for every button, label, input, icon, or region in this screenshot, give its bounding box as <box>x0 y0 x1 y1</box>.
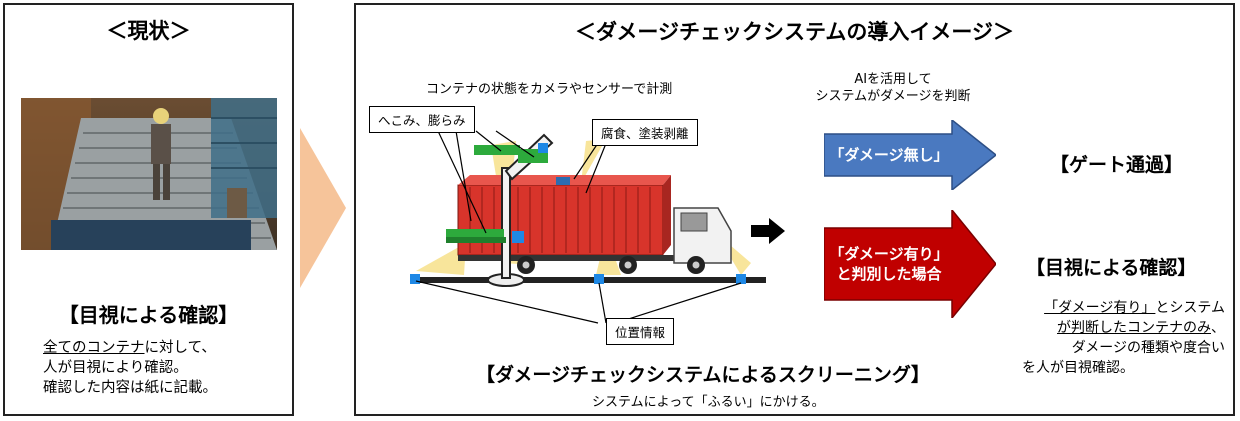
flow-arrow-icon <box>751 218 785 244</box>
damage-text: 「ダメージ有り」 と判別した場合 <box>824 244 954 284</box>
result-line2-rest: 、 <box>1211 320 1225 336</box>
ai-caption-line1: AIを活用して <box>854 72 932 87</box>
all-containers-text: 全てのコンテナ <box>43 340 145 356</box>
truck-sensor-illustration <box>410 130 766 324</box>
position-info-label: 位置情報 <box>606 318 675 345</box>
result-line3: ダメージの種類や度合い <box>1071 340 1225 356</box>
damage-text-line2: と判別した場合 <box>836 265 942 283</box>
gate-pass-result: 【ゲート通過】 <box>1050 154 1184 176</box>
current-state-title: ＜現状＞ <box>106 19 191 43</box>
visual-check-result: 【目視による確認】 <box>1026 257 1197 279</box>
screening-title: 【ダメージチェックシステムによるスクリーニング】 <box>476 364 930 386</box>
damage-text-line1: 「ダメージ有り」 <box>829 245 949 263</box>
line1-rest: に対して、 <box>144 340 216 356</box>
ai-caption-line2: システムがダメージを判断 <box>815 89 971 104</box>
damage-present-text: 「ダメージ有り」 <box>1044 300 1156 316</box>
current-state-panel: ＜現状＞ 【目視による確認】 全てのコンテナに対して、 人が目 <box>3 3 294 416</box>
damage-check-panel: ＜ダメージチェックシステムの導入イメージ＞ コンテナの状態をカメラやセンサーで計… <box>354 3 1235 416</box>
transition-chevron <box>300 128 346 288</box>
result-line1-rest: とシステム <box>1155 300 1225 316</box>
dent-bulge-label: へこみ、膨らみ <box>369 106 475 133</box>
damage-arrow: 「ダメージ有り」 と判別した場合 <box>824 210 996 318</box>
current-description: 全てのコンテナに対して、 人が目視により確認。 確認した内容は紙に記載。 <box>43 338 217 398</box>
no-damage-arrow: 「ダメージ無し」 <box>824 120 996 190</box>
inspection-photo <box>21 98 277 250</box>
visual-check-description: 「ダメージ有り」とシステム が判断したコンテナのみ、 ダメージの種類や度合い を… <box>1020 298 1225 378</box>
description-line2: 人が目視により確認。 <box>43 360 188 376</box>
current-method-title: 【目視による確認】 <box>58 303 239 327</box>
description-line3: 確認した内容は紙に記載。 <box>43 380 217 396</box>
measure-caption: コンテナの状態をカメラやセンサーで計測 <box>426 82 673 97</box>
system-judged-text: が判断したコンテナのみ <box>1057 320 1211 336</box>
system-title: ＜ダメージチェックシステムの導入イメージ＞ <box>575 20 1014 44</box>
ai-caption: AIを活用して システムがダメージを判断 <box>808 71 978 105</box>
screening-subtitle: システムによって「ふるい」にかける。 <box>592 395 825 410</box>
no-damage-text: 「ダメージ無し」 <box>829 146 949 164</box>
corrosion-label: 腐食、塗装剥離 <box>592 119 698 146</box>
result-line4: を人が目視確認。 <box>1022 360 1134 376</box>
